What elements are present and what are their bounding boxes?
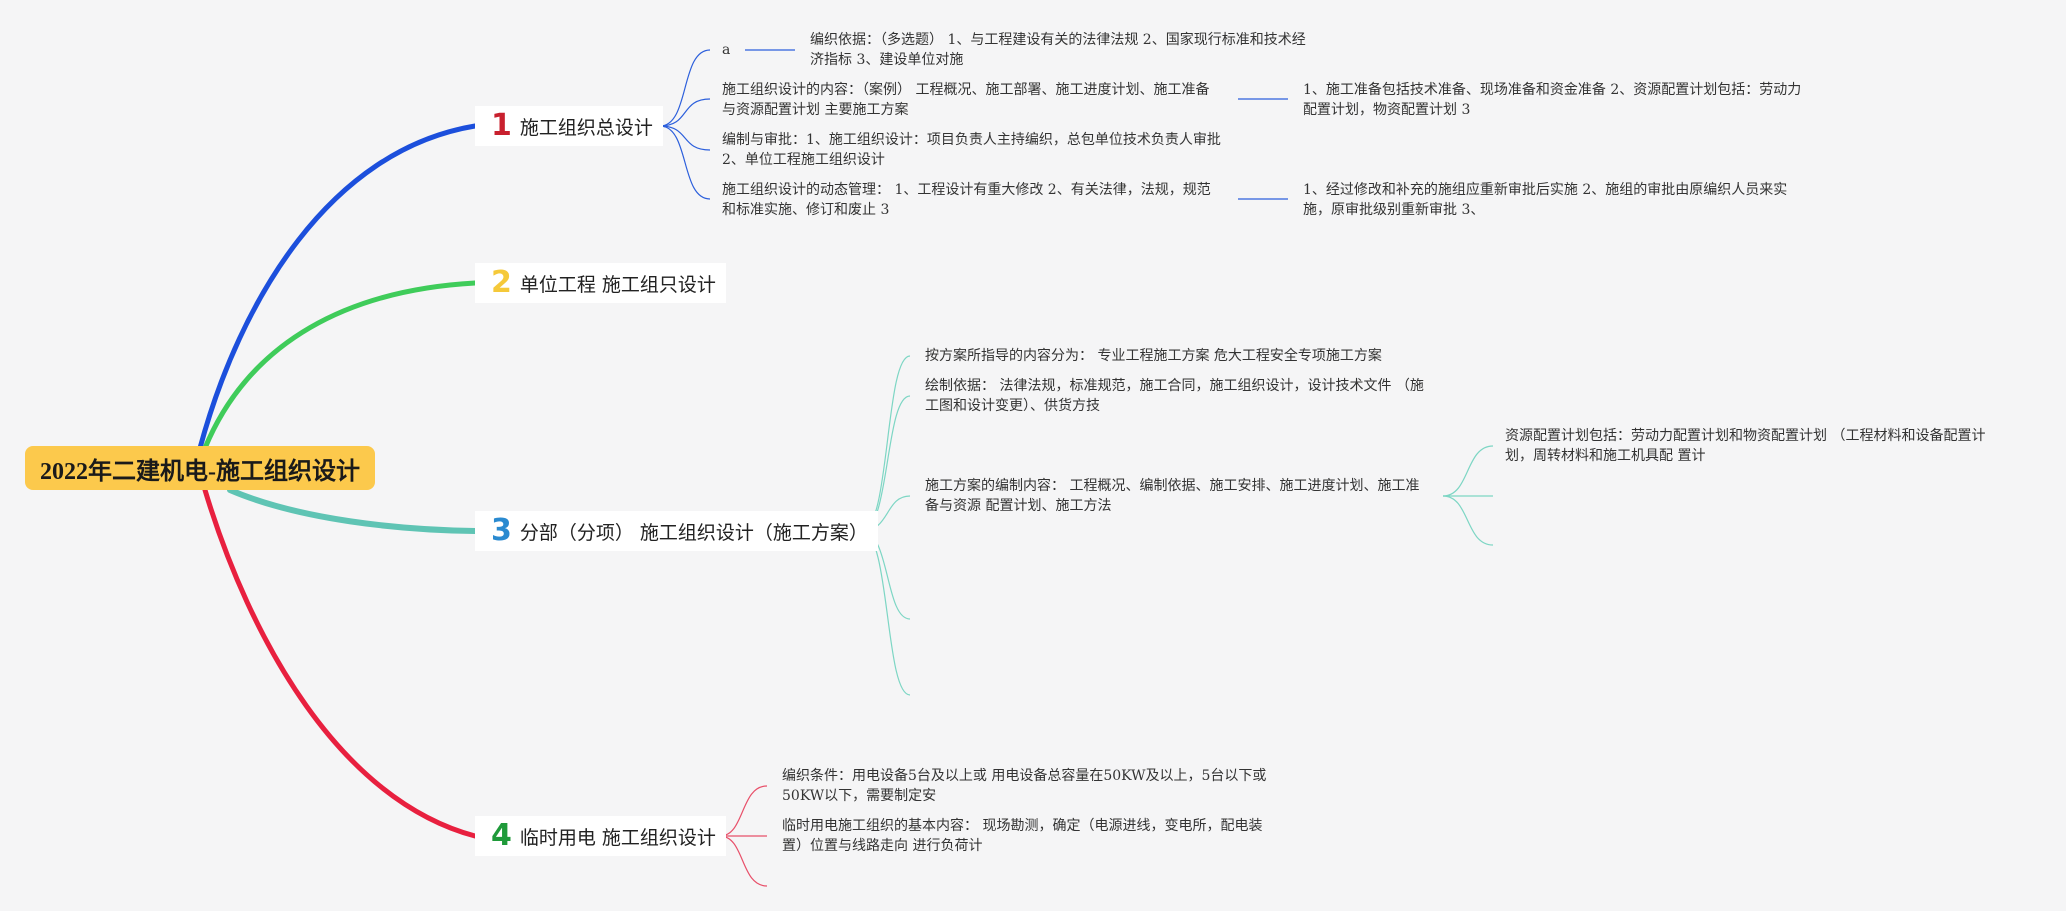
branch-3[interactable]: 3 分部（分项） 施工组织设计（施工方案） (475, 511, 878, 551)
leaf-1-2[interactable]: 施工组织设计的内容：（案例） 工程概况、施工部署、施工进度计划、施工准备与资源配… (722, 82, 1210, 118)
leaf-1-4[interactable]: 施工组织设计的动态管理： 1、工程设计有重大修改 2、有关法律，法规，规范和标准… (722, 182, 1211, 218)
branch-2[interactable]: 2 单位工程 施工组只设计 (475, 263, 726, 303)
leaf-4-1[interactable]: 编织条件：用电设备5台及以上或 用电设备总容量在50KW及以上，5台以下或50K… (782, 768, 1267, 804)
root-title: 2022年二建机电-施工组织设计 (40, 458, 360, 485)
branch-3-label: 分部（分项） 施工组织设计（施工方案） (519, 521, 868, 544)
leaf-1-1[interactable]: a (722, 42, 731, 58)
leaf-1-1-sub[interactable]: 编织依据：（多选题） 1、与工程建设有关的法律法规 2、国家现行标准和技术经济指… (810, 32, 1306, 68)
branch-4-number: 4 (491, 818, 512, 853)
leaf-3-3-sub[interactable]: 资源配置计划包括：劳动力配置计划和物资配置计划 （工程材料和设备配置计划，周转材… (1505, 428, 1986, 464)
branch-2-number: 2 (491, 265, 512, 300)
branch-3-number: 3 (491, 513, 512, 548)
branch-4-connector (202, 487, 478, 839)
branch-1-connector (197, 123, 478, 451)
branch-4-label: 临时用电 施工组织设计 (519, 826, 716, 849)
branch-1-number: 1 (491, 108, 512, 143)
branch-4[interactable]: 4 临时用电 施工组织设计 (475, 816, 726, 856)
branch-3-connector (227, 487, 478, 534)
branch-1[interactable]: 1 施工组织总设计 (475, 106, 663, 146)
leaf-1-3[interactable]: 编制与审批：1、施工组织设计：项目负责人主持编织，总包单位技术负责人审批 2、单… (722, 132, 1221, 168)
leaf-4-2[interactable]: 临时用电施工组织的基本内容： 现场勘测，确定（电源进线，变电所，配电装置）位置与… (782, 818, 1263, 854)
branch-2-label: 单位工程 施工组只设计 (519, 273, 716, 296)
leaf-3-3[interactable]: 施工方案的编制内容： 工程概况、编制依据、施工安排、施工进度计划、施工准备与资源… (925, 478, 1420, 514)
branch-1-label: 施工组织总设计 (519, 116, 653, 139)
root-topic[interactable]: 2022年二建机电-施工组织设计 (25, 446, 375, 490)
leaf-3-2[interactable]: 绘制依据： 法律法规，标准规范，施工合同，施工组织设计，设计技术文件 （施工图和… (925, 378, 1424, 414)
branch-2-connector (202, 280, 478, 451)
leaf-1-2-sub[interactable]: 1、施工准备包括技术准备、现场准备和资金准备 2、资源配置计划包括：劳动力配置计… (1303, 82, 1802, 118)
leaf-3-1[interactable]: 按方案所指导的内容分为： 专业工程施工方案 危大工程安全专项施工方案 (925, 348, 1382, 364)
leaf-1-4-sub[interactable]: 1、经过修改和补充的施组应重新审批后实施 2、施组的审批由原编织人员来实施，原审… (1303, 182, 1788, 218)
